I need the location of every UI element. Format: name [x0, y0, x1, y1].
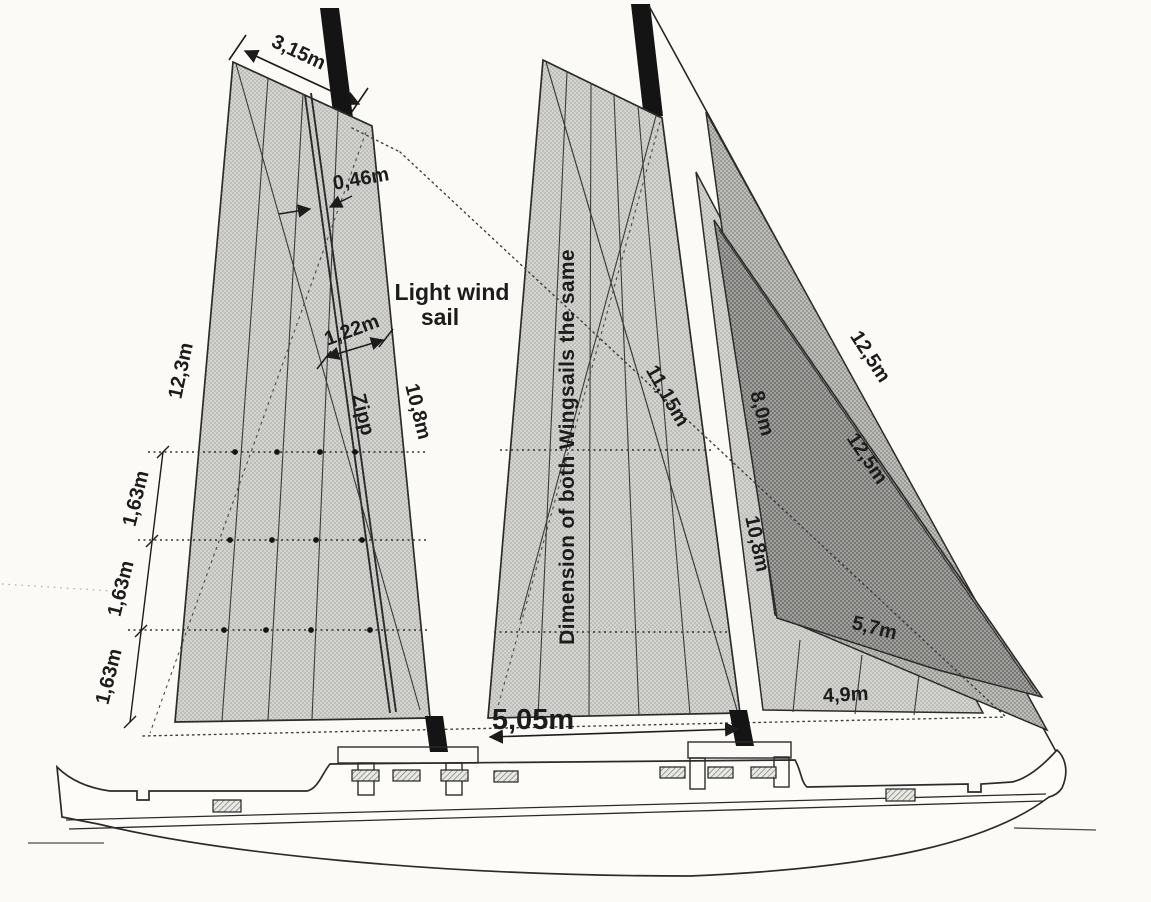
aft-wingsail [487, 58, 741, 719]
dimension-arrow [278, 204, 312, 218]
batten-spacing-dimension [123, 445, 170, 729]
jib-leech-double-line [718, 229, 1038, 695]
waterline-right [1013, 827, 1097, 831]
hatch-window [212, 799, 242, 813]
dimension-arrow [328, 195, 353, 208]
hull [28, 710, 1097, 877]
hatch-window [493, 770, 519, 783]
aft-wingsail-diagonal [545, 61, 738, 711]
mast-distance-label: 5,05m [492, 704, 574, 736]
hatch-window [707, 766, 734, 779]
batten-spacing-label-1: 1,63m [119, 468, 154, 528]
fore-mast-top [320, 8, 353, 121]
dimension-arrow [325, 337, 385, 360]
zipper-lines [304, 92, 397, 714]
fore-wingsail-dashed-diagonal [149, 131, 367, 734]
batten-intersection-dots [221, 449, 373, 633]
light-wind-sail-label-line1: Light wind [395, 279, 510, 305]
batten-spacing-label-2: 1,63m [104, 558, 139, 618]
dimension-line [129, 451, 164, 723]
fore-wingsail-seams [221, 77, 339, 722]
dimension-tick [228, 34, 247, 61]
fore-cabin-box [337, 746, 479, 764]
dimension-tick [350, 87, 369, 114]
deck-hatches [212, 766, 916, 813]
hatch-window [750, 766, 777, 779]
hull-outline [55, 748, 1067, 877]
zip-width-dimension [278, 195, 353, 218]
fore-leech-label: 10,8m [400, 381, 435, 441]
fore-mast-base [425, 716, 448, 752]
hatch-window [885, 788, 916, 802]
fore-wingsail-diagonal [235, 63, 421, 711]
dimension-tick [145, 534, 159, 548]
mast-distance-arrow [488, 722, 740, 744]
aft-mast-base [729, 710, 754, 746]
zip-offset-dimension [316, 328, 394, 370]
aft-wingsail-cross-line [519, 115, 657, 621]
aft-cabin-post-left [689, 757, 706, 790]
aft-batten-lines [494, 449, 728, 633]
aft-mast-top [631, 4, 663, 119]
dimension-tick [123, 715, 137, 729]
wingsails-note-label: Dimension of both Wingsails the same [556, 249, 579, 645]
hatch-window [659, 766, 686, 779]
dimension-tick [156, 445, 170, 459]
faint-reference-dots [1, 583, 113, 592]
staysail-foot-label: 4,9m [822, 683, 869, 707]
rubbing-strake-lower [68, 800, 1044, 830]
light-wind-sail-label-line2: sail [421, 304, 459, 330]
jib [713, 219, 1044, 699]
light-wind-sail-outline [142, 127, 1007, 737]
aft-wingsail-seams [537, 71, 691, 718]
fore-wingsail [128, 60, 431, 734]
hatch-window [440, 769, 469, 782]
batten-spacing-label-3: 1,63m [92, 646, 127, 706]
batten-lines [128, 451, 429, 631]
aft-cabin-box [687, 741, 792, 759]
fore-luff-label: 12,3m [164, 341, 197, 401]
dimension-tick [134, 624, 148, 638]
head-width-label: 3,15m [268, 31, 329, 75]
hatch-window [351, 769, 380, 782]
hatch-window [392, 769, 421, 782]
